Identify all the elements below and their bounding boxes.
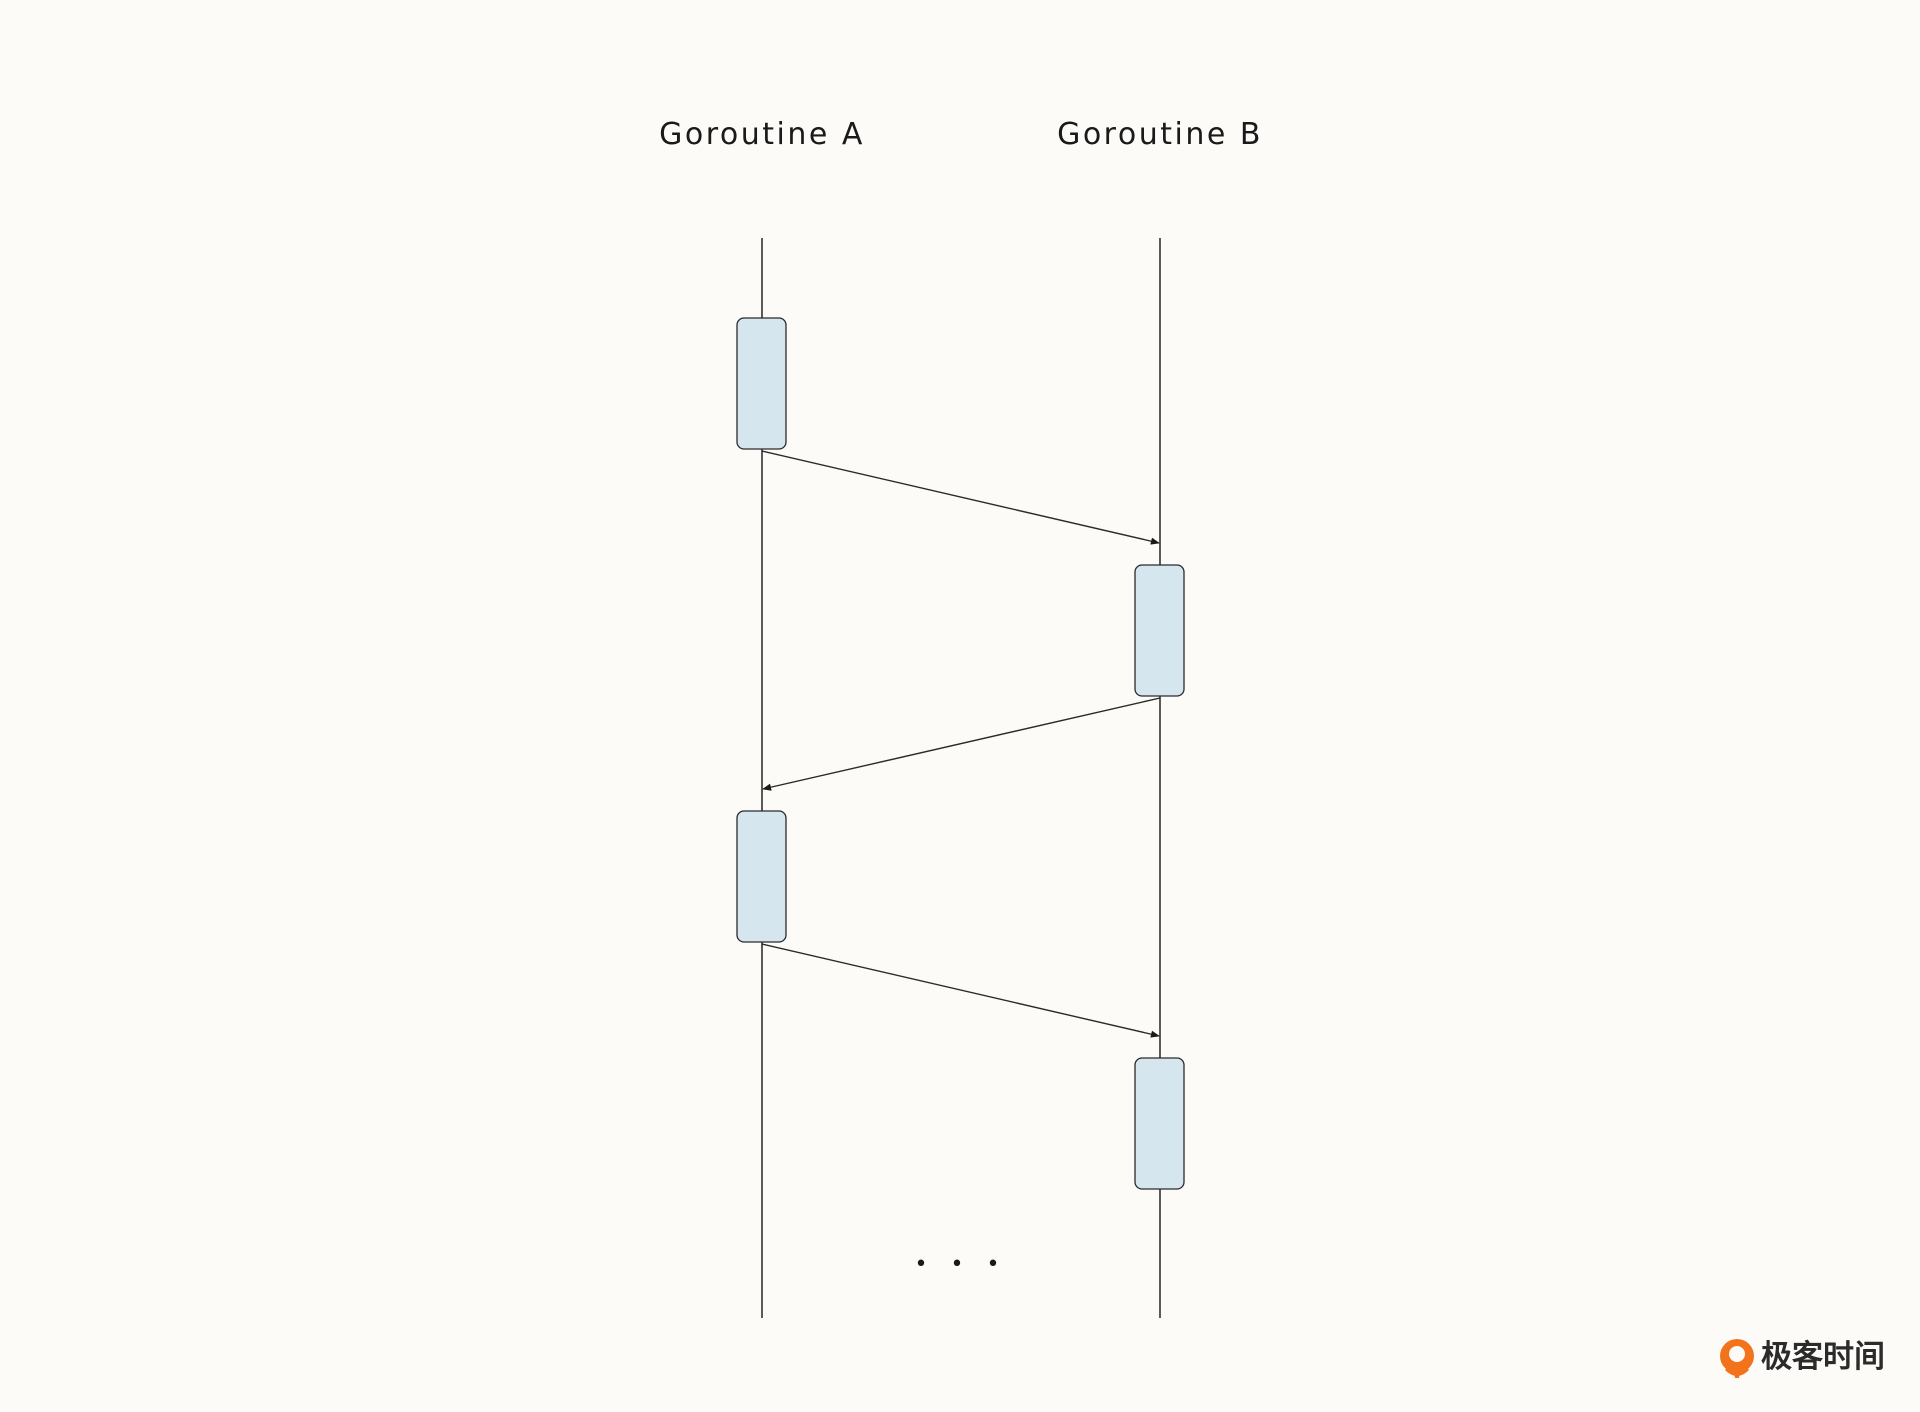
lane-label-goroutine-b: Goroutine B bbox=[1057, 117, 1263, 152]
message-arrow-b-to-a bbox=[762, 697, 1161, 791]
message-arrow-a-to-b-2 bbox=[761, 943, 1160, 1038]
activation-block-b-1 bbox=[1134, 564, 1185, 697]
continuation-ellipsis: • • • bbox=[915, 1252, 1008, 1277]
watermark-text: 极客时间 bbox=[1761, 1339, 1885, 1375]
geektime-logo-icon bbox=[1720, 1339, 1754, 1378]
activation-block-a-1 bbox=[736, 317, 787, 450]
activation-block-b-2 bbox=[1134, 1057, 1185, 1190]
lane-label-goroutine-a: Goroutine A bbox=[659, 117, 865, 152]
activation-block-a-2 bbox=[736, 810, 787, 943]
message-arrow-a-to-b-1 bbox=[761, 450, 1160, 545]
